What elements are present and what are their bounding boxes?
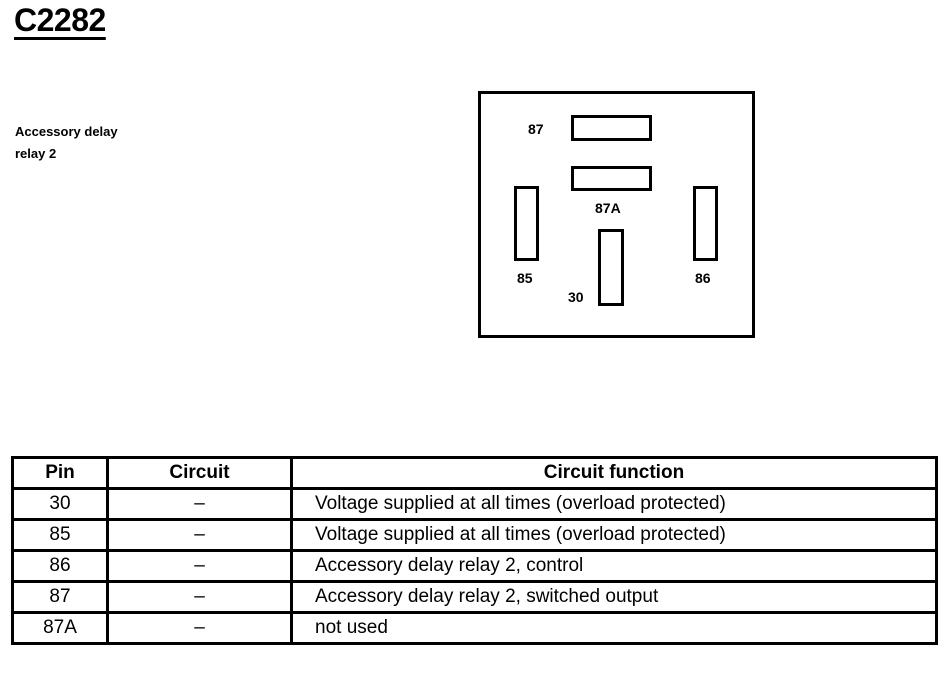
circuit-function-cell: Voltage supplied at all times (overload … — [290, 487, 938, 521]
circuit-function-cell: not used — [290, 611, 938, 645]
pin-87-terminal — [571, 115, 652, 141]
circuit-cell: – — [106, 580, 293, 614]
table-row: 87 – Accessory delay relay 2, switched o… — [11, 580, 938, 614]
pin-cell: 87A — [11, 611, 109, 645]
circuit-cell: – — [106, 611, 293, 645]
circuit-function-cell: Voltage supplied at all times (overload … — [290, 518, 938, 552]
pin-87a-terminal — [571, 166, 652, 191]
pin-87-label: 87 — [528, 121, 544, 137]
header-circuit-function: Circuit function — [290, 456, 938, 490]
circuit-function-cell: Accessory delay relay 2, control — [290, 549, 938, 583]
pin-85-label: 85 — [517, 270, 533, 286]
circuit-function-cell: Accessory delay relay 2, switched output — [290, 580, 938, 614]
description-line-2: relay 2 — [15, 146, 57, 161]
header-pin: Pin — [11, 456, 109, 490]
table-header-row: Pin Circuit Circuit function — [11, 456, 938, 490]
pin-30-terminal — [598, 229, 624, 306]
connector-title: C2282 — [14, 2, 106, 38]
pin-87a-label: 87A — [595, 200, 621, 216]
pin-86-label: 86 — [695, 270, 711, 286]
pin-cell: 86 — [11, 549, 109, 583]
pin-85-terminal — [514, 186, 539, 261]
pin-86-terminal — [693, 186, 718, 261]
header-circuit: Circuit — [106, 456, 293, 490]
table-row: 87A – not used — [11, 611, 938, 645]
pin-cell: 85 — [11, 518, 109, 552]
table-row: 85 – Voltage supplied at all times (over… — [11, 518, 938, 552]
circuit-cell: – — [106, 518, 293, 552]
connector-face-diagram: 87 87A 85 86 30 — [478, 91, 755, 338]
circuit-cell: – — [106, 487, 293, 521]
circuit-cell: – — [106, 549, 293, 583]
pin-function-table: Pin Circuit Circuit function 30 – Voltag… — [11, 456, 938, 645]
table-row: 86 – Accessory delay relay 2, control — [11, 549, 938, 583]
table-row: 30 – Voltage supplied at all times (over… — [11, 487, 938, 521]
pin-cell: 87 — [11, 580, 109, 614]
connector-description: Accessory delay relay 2 — [15, 121, 215, 165]
pin-cell: 30 — [11, 487, 109, 521]
pin-30-label: 30 — [568, 289, 584, 305]
description-line-1: Accessory delay — [15, 124, 118, 139]
